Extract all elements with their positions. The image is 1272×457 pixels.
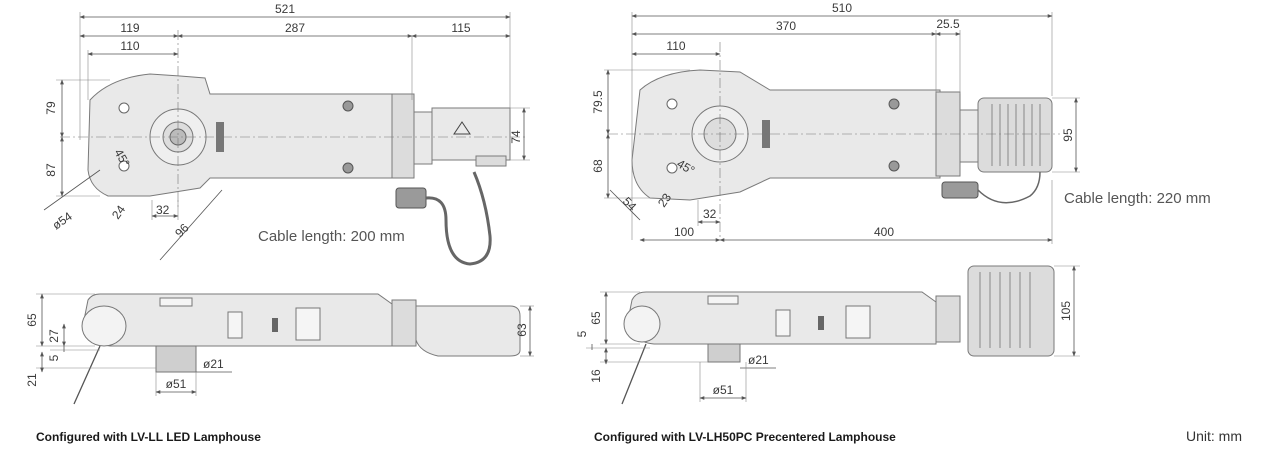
dim-h-lamp: 95	[1061, 128, 1075, 142]
dim-h-lamp: 74	[509, 130, 523, 144]
dim-bottom-a: 100	[674, 225, 694, 239]
dim-w54: 54	[620, 194, 640, 214]
dim-h-top: 79	[44, 101, 58, 115]
dim-d: 110	[120, 39, 139, 53]
connector-plug	[395, 187, 427, 209]
dim-w96: 96	[172, 221, 192, 241]
side-lamphouse	[415, 305, 521, 357]
lever	[621, 343, 647, 405]
dim-w32: 32	[703, 207, 717, 221]
dim-h65: 65	[589, 311, 603, 325]
left-top-view: 521 119 287 115 110 79 87 74 45° ø54 24 …	[43, 2, 530, 266]
left-side-view: 65 27 5 21 63 ø21 ø51	[25, 293, 534, 405]
lever	[73, 345, 101, 405]
dim-h63: 63	[515, 323, 529, 337]
screw-hole	[118, 160, 130, 172]
dim-h65: 65	[25, 313, 39, 327]
caption-left: Configured with LV-LL LED Lamphouse	[36, 430, 261, 444]
filter-knob	[623, 305, 661, 343]
dim-h5: 5	[47, 354, 61, 361]
right-top-view: 510 370 25.5 110 79.5 68 95 45° 54 23 32…	[591, 1, 1211, 244]
unit-label: Unit: mm	[1186, 428, 1242, 444]
illuminator-body	[87, 73, 397, 197]
dim-bottom-b: 400	[874, 225, 894, 239]
right-side-view: 65 5 16 105 ø21 ø51	[575, 265, 1080, 405]
logo-plate	[216, 122, 224, 152]
filter-knob	[81, 305, 127, 347]
dim-h16: 16	[589, 369, 603, 383]
cable-note-right: Cable length: 220 mm	[1064, 190, 1211, 207]
illuminator-body	[631, 69, 941, 201]
mount-stub	[155, 345, 197, 373]
mount-stub	[707, 343, 741, 363]
dim-overall: 510	[832, 1, 852, 15]
coupling-block	[391, 93, 415, 179]
dim-d21: ø21	[203, 357, 224, 371]
dim-c: 110	[666, 39, 685, 53]
cable	[425, 171, 492, 266]
dim-dia: ø54	[50, 209, 75, 233]
connector-plug	[941, 181, 979, 199]
knob	[888, 98, 900, 110]
dim-h5: 5	[575, 330, 589, 337]
adapter	[413, 111, 433, 165]
caption-right: Configured with LV-LH50PC Precentered La…	[594, 430, 896, 444]
screw-hole	[666, 162, 678, 174]
dim-h-bottom: 68	[591, 159, 605, 173]
cable	[977, 171, 1041, 204]
dim-h105: 105	[1059, 301, 1073, 321]
screw-hole	[666, 98, 678, 110]
dim-b: 25.5	[936, 17, 960, 31]
dim-c: 115	[451, 21, 470, 35]
dim-d21: ø21	[748, 353, 769, 367]
dim-a: 370	[776, 19, 796, 33]
dim-d51: ø51	[166, 377, 187, 391]
cooling-fins	[991, 104, 1041, 166]
adapter	[959, 109, 979, 163]
dim-b: 287	[285, 21, 305, 35]
warning-triangle	[453, 121, 471, 135]
dim-h21: 21	[25, 373, 39, 387]
dim-w32: 32	[156, 203, 170, 217]
lamphouse-lh50pc	[977, 97, 1053, 173]
dim-w24: 24	[109, 202, 128, 221]
knob	[888, 160, 900, 172]
dim-h27: 27	[47, 329, 61, 343]
knob	[342, 100, 354, 112]
dim-overall: 521	[275, 2, 295, 16]
led-lamphouse	[431, 107, 511, 161]
dim-h-top: 79.5	[591, 90, 605, 114]
screw-hole	[118, 102, 130, 114]
dim-d51: ø51	[713, 383, 734, 397]
cable-note-left: Cable length: 200 mm	[258, 228, 405, 245]
dim-a: 119	[120, 21, 139, 35]
side-lamphouse	[967, 265, 1055, 357]
knob	[342, 162, 354, 174]
dim-h-bottom: 87	[44, 163, 58, 177]
